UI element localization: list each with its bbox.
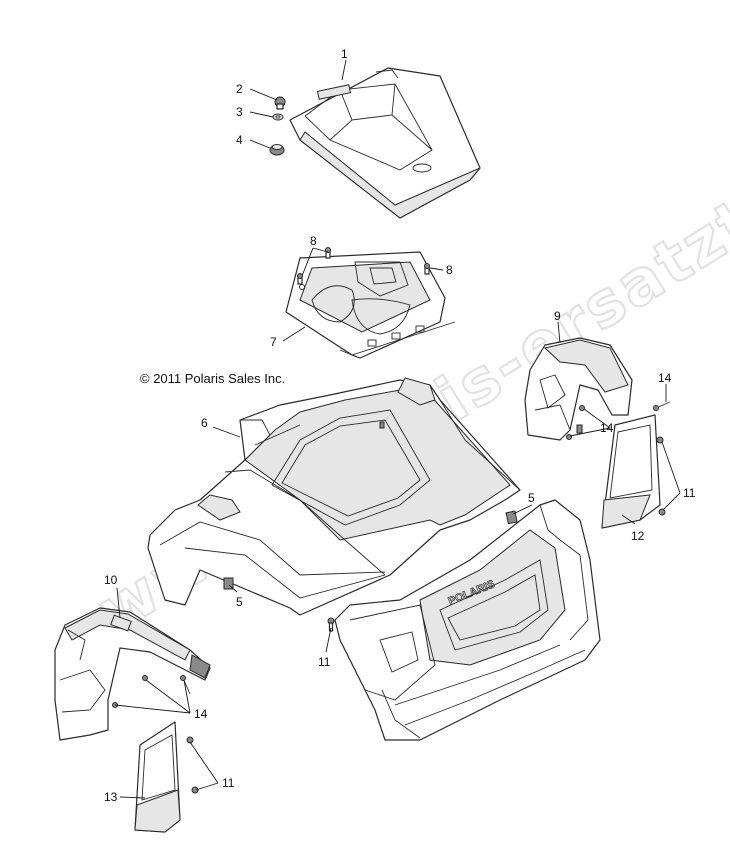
callout-3: 3: [236, 105, 243, 119]
callout-5: 5: [528, 491, 535, 505]
callout-14: 14: [194, 707, 208, 721]
callout-7: 7: [270, 335, 277, 349]
callout-5: 5: [236, 595, 243, 609]
part-4-grommet: [269, 144, 285, 156]
part-10-left-fender: [54, 607, 211, 741]
part-6-body: [147, 377, 521, 616]
callout-2: 2: [236, 82, 243, 96]
part-5-clip: [223, 510, 518, 590]
leader-lines: [114, 59, 681, 799]
callout-13: 13: [104, 790, 118, 804]
callout-8: 8: [446, 263, 453, 277]
callouts: 1 2 3 4 5 5 6 7 8 8 9 10 11 11 11 12 13 …: [104, 47, 696, 804]
callout-11: 11: [683, 486, 696, 500]
callout-10: 10: [104, 573, 118, 587]
callout-4: 4: [236, 133, 243, 147]
part-11-screw-front: [327, 617, 335, 632]
callout-12: 12: [631, 529, 645, 543]
callout-14: 14: [658, 371, 672, 385]
part-9-right-fender: [524, 337, 633, 441]
part-13-left-mudflap: [134, 721, 199, 833]
callout-9: 9: [554, 309, 561, 323]
part-14-hardware-left: [112, 675, 191, 708]
callout-14: 14: [600, 421, 614, 435]
part-3-washer: [272, 113, 284, 121]
callout-1: 1: [341, 47, 348, 61]
part-12-right-mudflap: [601, 414, 666, 529]
part-2-clip: [274, 96, 286, 110]
front-bumper-grille: POLARIS: [334, 499, 601, 741]
callout-6: 6: [201, 416, 208, 430]
callout-11: 11: [222, 776, 235, 790]
callout-11: 11: [318, 655, 331, 669]
copyright-text: © 2011 Polaris Sales Inc.: [140, 371, 285, 386]
part-14-bolt-right: [653, 401, 671, 411]
part-7-storage-bin: [285, 251, 456, 359]
part-8-screw: [297, 247, 430, 285]
part-1-hood: [289, 67, 481, 219]
callout-8: 8: [310, 234, 317, 248]
